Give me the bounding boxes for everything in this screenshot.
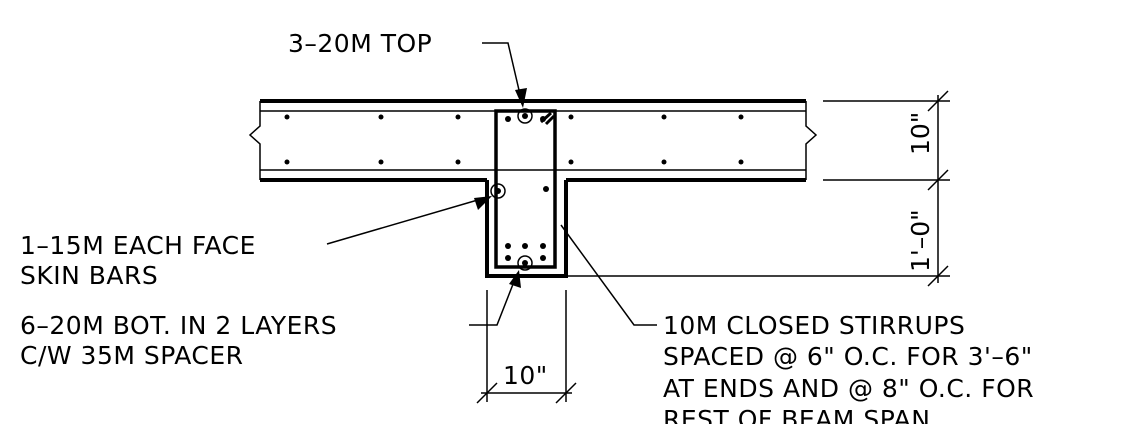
- label-bottom-line2: C/W 35M SPACER: [20, 341, 244, 370]
- label-stirrup-line1: 10M CLOSED STIRRUPS: [663, 311, 965, 340]
- dim-web-width: 10": [503, 361, 548, 390]
- right-dimension: [566, 90, 950, 287]
- dim-drop-depth: 1'–0": [906, 209, 935, 272]
- slab-rebar-dots: [284, 114, 744, 165]
- leader-arrowheads: [474, 88, 527, 288]
- beam-rebar: [495, 113, 549, 266]
- label-bottom-line1: 6–20M BOT. IN 2 LAYERS: [20, 311, 337, 340]
- label-stirrup-line4: REST OF BEAM SPAN: [663, 405, 930, 424]
- dim-slab-thickness: 10": [906, 112, 935, 155]
- slab-outline: [248, 99, 818, 182]
- label-stirrup-line2: SPACED @ 6" O.C. FOR 3'–6": [663, 342, 1033, 371]
- label-stirrup-line3: AT ENDS AND @ 8" O.C. FOR: [663, 374, 1034, 403]
- leader-lines: [326, 42, 657, 326]
- bottom-dimension: [476, 290, 577, 404]
- label-top-bars: 3–20M TOP: [288, 29, 432, 58]
- rebar-callout-circles: [490, 108, 533, 271]
- label-skin-line1: 1–15M EACH FACE: [20, 231, 256, 260]
- label-skin-line2: SKIN BARS: [20, 261, 158, 290]
